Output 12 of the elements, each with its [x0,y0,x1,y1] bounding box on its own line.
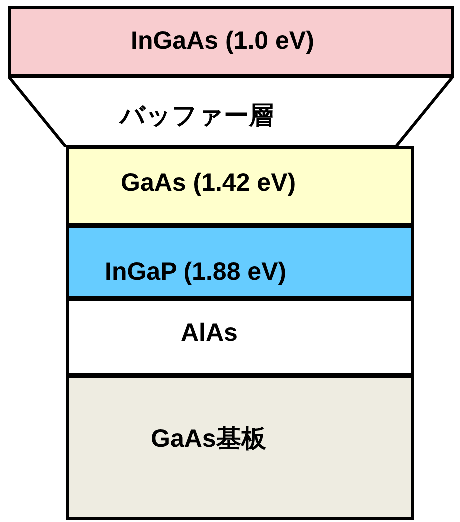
layer-box [66,375,414,520]
layer-box [8,6,454,77]
layer-label: バッファー層 [120,101,274,132]
layer-label: InGaAs (1.0 eV) [131,27,314,56]
layer-box [66,146,414,226]
layer-label: InGaP (1.88 eV) [105,258,287,287]
layer-label: GaAs基板 [151,424,266,455]
layer-label: AlAs [181,319,238,348]
layer-box [66,225,414,299]
layer-label: GaAs (1.42 eV) [121,169,296,198]
layer-box [66,298,414,376]
buffer-layer-trapezoid [8,77,454,147]
